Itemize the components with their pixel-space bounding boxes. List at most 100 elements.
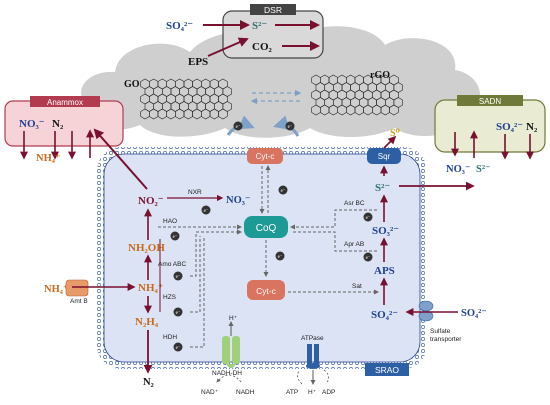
anammox-nh4: NH₄⁺ xyxy=(36,153,60,164)
electron-glyph: e⁻ xyxy=(278,255,283,260)
electron-glyph: e⁻ xyxy=(176,346,181,351)
nadh-label: NADH xyxy=(236,389,255,396)
sadn-n2: N₂ xyxy=(526,121,538,133)
coq-label: CoQ xyxy=(256,223,277,234)
lattice-hexagon xyxy=(218,108,228,120)
so4-in-label: SO₄²⁻ xyxy=(371,309,398,321)
h-plus2-label: H⁺ xyxy=(308,389,316,396)
cell-interior xyxy=(103,153,421,363)
apr-label: Apr AB xyxy=(344,241,364,248)
cloud-electron-1 xyxy=(233,121,243,131)
sqr xyxy=(367,148,401,164)
anammox-title: Anammox xyxy=(47,98,83,107)
electron-hao xyxy=(170,231,180,241)
cytc-bottom xyxy=(247,280,285,300)
electron-nxr xyxy=(201,205,211,215)
dsr-title-tab xyxy=(250,4,296,15)
anammox-box: Anammox NO₃⁻ N₂ NH₄⁺ xyxy=(4,96,124,164)
lattice-hexagon xyxy=(389,104,399,116)
atpase-label: ATPase xyxy=(301,335,324,342)
rgo-molecule: rGO xyxy=(311,70,403,116)
go-molecule: GO xyxy=(124,78,232,120)
electron-hzs xyxy=(173,307,183,317)
n2h4-label: N₂H₄ xyxy=(135,316,159,328)
apr-to-coq-line xyxy=(291,231,377,252)
electron-glyph: e⁻ xyxy=(281,189,286,194)
sadn-box: SADN SO₄²⁻ N₂ NO₃⁻ S²⁻ xyxy=(434,95,546,175)
atp-arc-left xyxy=(297,369,303,385)
sadn-title-tab xyxy=(457,95,523,106)
nadh-dh-label: NADH-DH xyxy=(212,370,242,377)
dsr-so4: SO₄²⁻ xyxy=(166,20,193,32)
amt-label: Amt B xyxy=(70,298,88,305)
nad-label: NAD⁺ xyxy=(201,389,218,396)
cytc-bottom-label: Cyt-c xyxy=(256,286,277,296)
nh4-in-label: NH₄⁺ xyxy=(138,282,164,294)
electron-glyph: e⁻ xyxy=(176,311,181,316)
nxr-label: NXR xyxy=(188,189,202,196)
dsr-title: DSR xyxy=(264,5,282,15)
atpase-complex xyxy=(306,344,320,369)
sqr-to-s0-arrow xyxy=(383,135,397,149)
transporter-line2: transporter xyxy=(430,336,462,343)
s2-label: S²⁻ xyxy=(375,182,390,194)
asr-to-coq-line xyxy=(290,209,377,230)
electron-glyph: e⁻ xyxy=(288,125,293,130)
dsr-box: DSR SO₄²⁻ S²⁻ EPS CO₂ xyxy=(166,4,324,68)
hdh-label: HDH xyxy=(163,334,177,341)
nh2oh-label: NH₂OH xyxy=(128,242,165,254)
no2-label: NO₂⁻ xyxy=(138,195,164,207)
cytc-top-label: Cyt-c xyxy=(256,152,275,161)
cell-label-box xyxy=(365,363,409,376)
hzs-electron-line xyxy=(190,236,201,313)
dsr-co2: CO₂ xyxy=(252,41,273,53)
electron-cytc xyxy=(278,185,288,195)
nh4-out-label: NH₄⁺ xyxy=(44,284,68,295)
electron-glyph: e⁻ xyxy=(176,275,181,280)
amtb-transporter xyxy=(65,279,89,297)
sulfate-transporter-icon xyxy=(418,300,434,322)
no3-label: NO₃⁻ xyxy=(226,195,250,206)
go-label: GO xyxy=(124,79,140,90)
electron-apr xyxy=(363,252,373,262)
so3-label: SO₃²⁻ xyxy=(372,225,399,237)
adp-label: ADP xyxy=(322,389,335,396)
aps-label: APS xyxy=(374,265,395,277)
electron-glyph: e⁻ xyxy=(366,216,371,221)
amo-electron-line xyxy=(190,229,242,277)
electron-glyph: e⁻ xyxy=(173,235,178,240)
hzs-label: HZS xyxy=(163,294,177,301)
nadh-dh-complex xyxy=(222,336,240,368)
sadn-title: SADN xyxy=(479,97,501,106)
sqr-label: Sqr xyxy=(378,152,391,161)
anammox-no3: NO₃⁻ xyxy=(19,118,45,130)
anammox-title-tab xyxy=(30,96,100,107)
go-lattice xyxy=(140,78,232,120)
s0-label: S⁰ xyxy=(390,128,401,139)
hdh-electron-line xyxy=(190,236,205,348)
asr-label: Asr BC xyxy=(344,200,365,207)
electron-labels: e⁻e⁻e⁻e⁻e⁻e⁻e⁻e⁻e⁻e⁻e⁻ xyxy=(173,125,371,351)
n2-label: N₂ xyxy=(143,377,154,388)
dsr-s2: S²⁻ xyxy=(252,20,267,32)
transporter-line1: Sulfate xyxy=(430,328,451,335)
dsr-eps-arrow xyxy=(207,37,249,57)
sadn-s2: S²⁻ xyxy=(476,164,491,175)
sat-label: Sat xyxy=(352,283,362,290)
so4-out-label: SO₄²⁻ xyxy=(461,308,487,319)
nadh-cycle-arrow xyxy=(216,374,242,383)
electron-glyph: e⁻ xyxy=(236,125,241,130)
rgo-lattice xyxy=(311,74,403,116)
hao-label: HAO xyxy=(163,218,177,225)
h-plus-label: H⁺ xyxy=(229,315,237,322)
cloud-electron-2 xyxy=(285,121,295,131)
sadn-no3: NO₃⁻ xyxy=(446,164,470,175)
rgo-label: rGO xyxy=(370,70,390,81)
cytc-top xyxy=(247,148,283,164)
electron-hdh xyxy=(173,342,183,352)
electron-asr xyxy=(363,212,373,222)
sadn-so4: SO₄²⁻ xyxy=(496,121,523,133)
dsr-eps: EPS xyxy=(188,56,208,68)
